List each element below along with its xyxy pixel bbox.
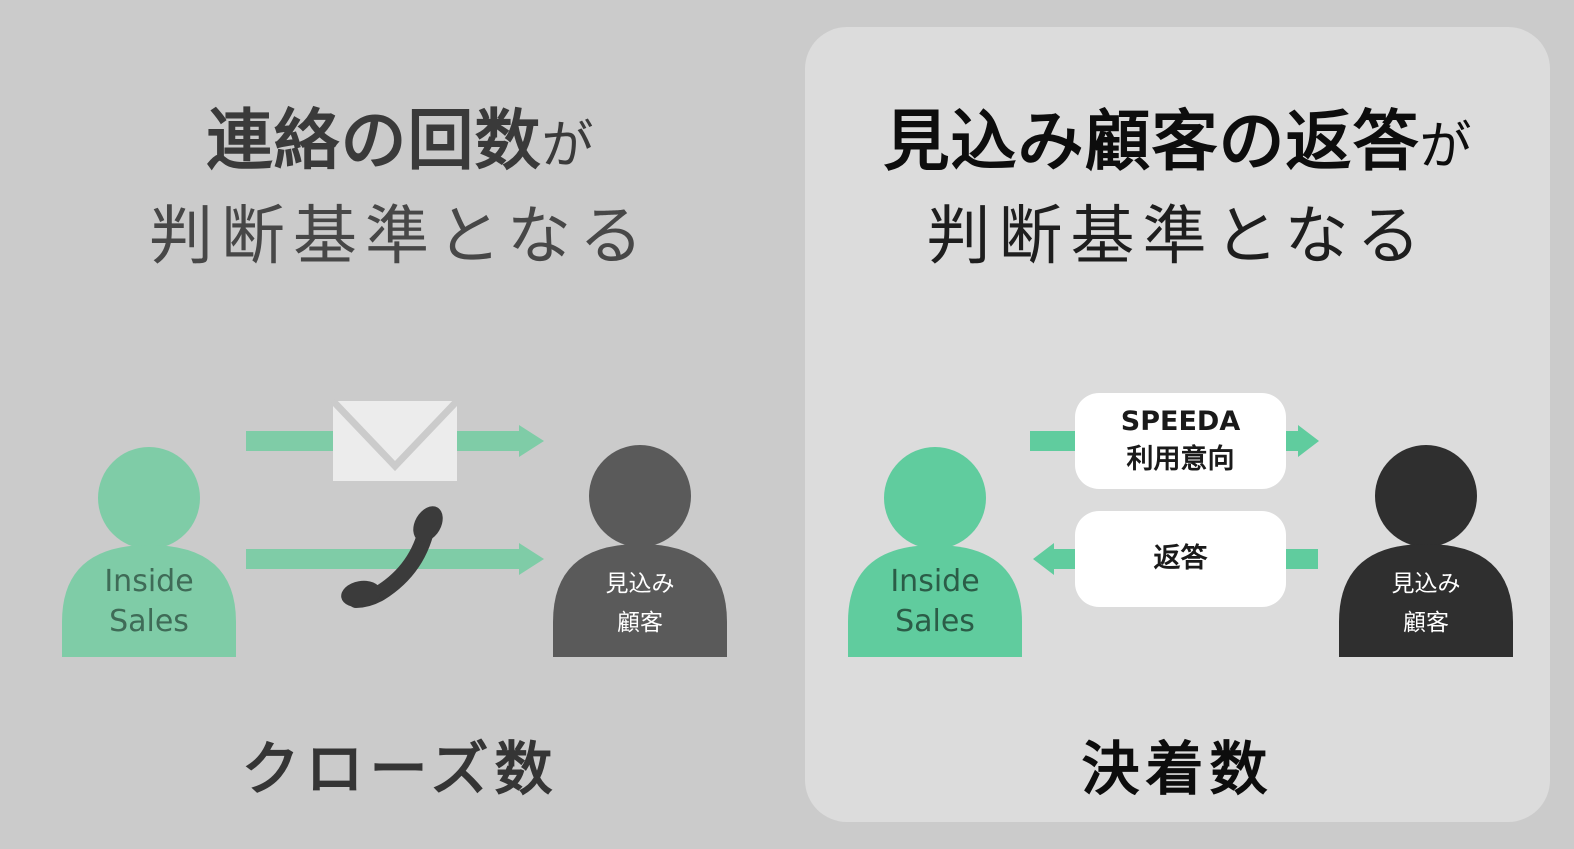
- right-headline-strong: 見込み顧客の返答: [883, 103, 1420, 180]
- message-box-speeda: SPEEDA 利用意向: [1075, 393, 1286, 489]
- person-icon: [553, 445, 727, 657]
- right-actor-label-1: Inside: [890, 564, 979, 599]
- left-subline: 判断基準となる: [148, 200, 652, 274]
- right-panel: 見込み顧客の返答が 判断基準となる Inside Sales 見込み 顧客 SP…: [805, 27, 1550, 822]
- right-headline: 見込み顧客の返答が: [805, 109, 1550, 175]
- person-icon: [848, 447, 1022, 657]
- left-panel: 連絡の回数が 判断基準となる Inside Sales: [0, 108, 800, 803]
- left-headline-strong: 連絡の回数: [206, 102, 542, 179]
- right-prospect-label-2: 顧客: [1403, 610, 1449, 636]
- message-box-speeda-line1: SPEEDA: [1120, 406, 1241, 438]
- right-footer-label: 決着数: [1081, 735, 1274, 803]
- phone-icon: [341, 506, 443, 608]
- right-headline-particle: が: [1419, 117, 1472, 177]
- message-box-reply-label: 返答: [1153, 543, 1208, 575]
- right-subline: 判断基準となる: [926, 200, 1429, 274]
- left-prospect-label-2: 顧客: [617, 610, 663, 636]
- left-headline-particle: が: [541, 116, 594, 176]
- envelope-icon: [330, 398, 460, 481]
- left-headline: 連絡の回数が: [0, 108, 800, 174]
- left-diagram: Inside Sales 見込み 顧客: [62, 398, 727, 657]
- left-actor-label-2: Sales: [109, 604, 189, 639]
- left-footer-label: クローズ数: [241, 735, 559, 803]
- arrow-icon: [246, 543, 544, 575]
- left-prospect-label-1: 見込み: [606, 571, 675, 597]
- right-actor-label-2: Sales: [895, 604, 975, 639]
- right-prospect-label-1: 見込み: [1392, 571, 1461, 597]
- message-box-reply: 返答: [1075, 511, 1286, 607]
- left-actor-label-1: Inside: [104, 564, 193, 599]
- person-icon: [62, 447, 236, 657]
- person-icon: [1339, 445, 1513, 657]
- message-box-speeda-line2: 利用意向: [1126, 444, 1235, 475]
